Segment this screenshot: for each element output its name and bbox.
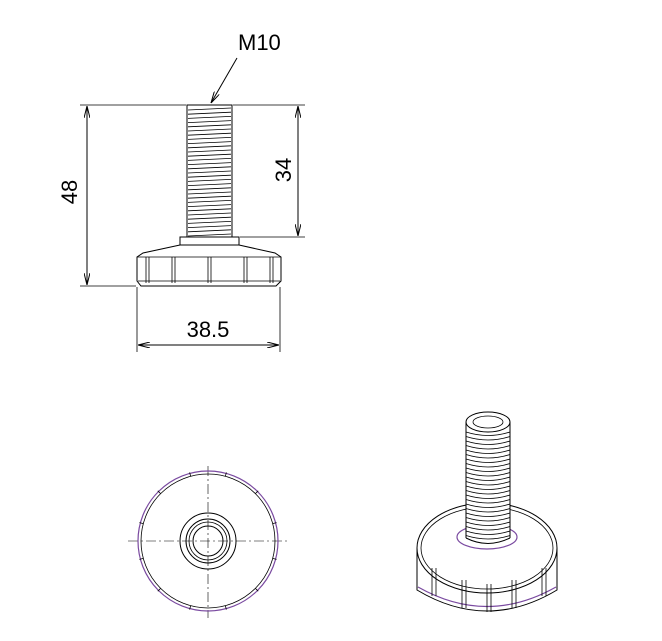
thread-line [187,107,232,111]
notch-mark [272,522,277,525]
iso-thread-line [465,521,511,526]
thread-line [187,116,232,119]
iso-thread-line [465,494,511,499]
total-height-label: 48 [57,180,82,204]
iso-thread-line [465,490,511,495]
thread-line [187,174,232,178]
thread-line [187,166,232,170]
notch-mark [157,490,161,494]
iso-thread-line [465,530,511,535]
thread-label: M10 [238,30,281,55]
threaded-stud [186,104,233,238]
iso-thread-line [465,454,511,459]
iso-thread-line [465,485,511,490]
iso-thread-line [465,512,511,517]
top-view [128,466,287,618]
thread-line [187,132,232,136]
iso-thread-line [465,436,511,441]
base-knob [136,244,282,287]
thread-length-label: 34 [271,158,296,182]
thread-line [187,145,232,149]
thread-line [187,111,232,115]
thread-line [187,191,232,195]
thread-line [187,128,232,132]
iso-thread-line [465,445,511,450]
iso-thread-line [465,481,511,486]
thread-lines [187,107,232,237]
iso-thread-line [465,472,511,477]
notch-mark [224,472,227,477]
thread-line [187,195,232,199]
notch-mark [139,557,144,560]
iso-knob-ribs [431,568,547,612]
notch-mark [189,605,192,610]
knob-ribs [145,257,274,283]
notch-mark [255,588,259,592]
thread-line [187,158,232,161]
thread-line [187,141,232,144]
thread-callout: M10 [211,30,281,103]
thread-line [187,183,232,186]
thread-line [187,149,232,153]
dimension-total-height: 48 [57,104,186,287]
iso-thread-line [465,535,511,540]
front-view: M10 48 34 38.5 [57,30,305,352]
iso-thread-line [465,499,511,504]
thread-line [187,225,232,228]
iso-thread-line [465,449,511,454]
top-view-notches [139,472,277,610]
iso-thread-line [465,440,511,445]
iso-thread-line [465,526,511,531]
thread-line [187,187,232,191]
thread-line [187,221,232,224]
thread-line [187,216,232,220]
thread-line [187,212,232,216]
notch-mark [157,588,161,592]
iso-thread-line [465,467,511,472]
iso-thread-line [465,458,511,463]
thread-line [187,120,232,123]
thread-line [187,124,232,128]
iso-thread-line [465,517,511,522]
thread-line [187,153,232,157]
notch-mark [224,605,227,610]
thread-line [187,179,232,182]
iso-threaded-stud [465,411,511,544]
thread-line [187,200,232,203]
thread-line [187,233,232,237]
iso-thread-line [465,463,511,468]
notch-mark [255,490,259,494]
dimension-base-diameter: 38.5 [136,287,281,352]
iso-thread-line [465,476,511,481]
iso-thread-line [465,431,511,436]
thread-line [187,162,232,165]
notch-mark [272,557,277,560]
thread-line [187,204,232,207]
iso-thread-lines [465,431,511,540]
isometric-view [416,411,558,612]
iso-thread-line [465,508,511,513]
thread-line [187,137,232,140]
thread-line [187,208,232,212]
notch-mark [189,472,192,477]
base-diameter-label: 38.5 [187,317,230,342]
thread-line [187,229,232,233]
iso-thread-line [465,503,511,508]
dimension-thread-length: 34 [233,104,305,238]
notch-mark [139,522,144,525]
thread-line [187,170,232,174]
stud-neck [179,236,240,246]
